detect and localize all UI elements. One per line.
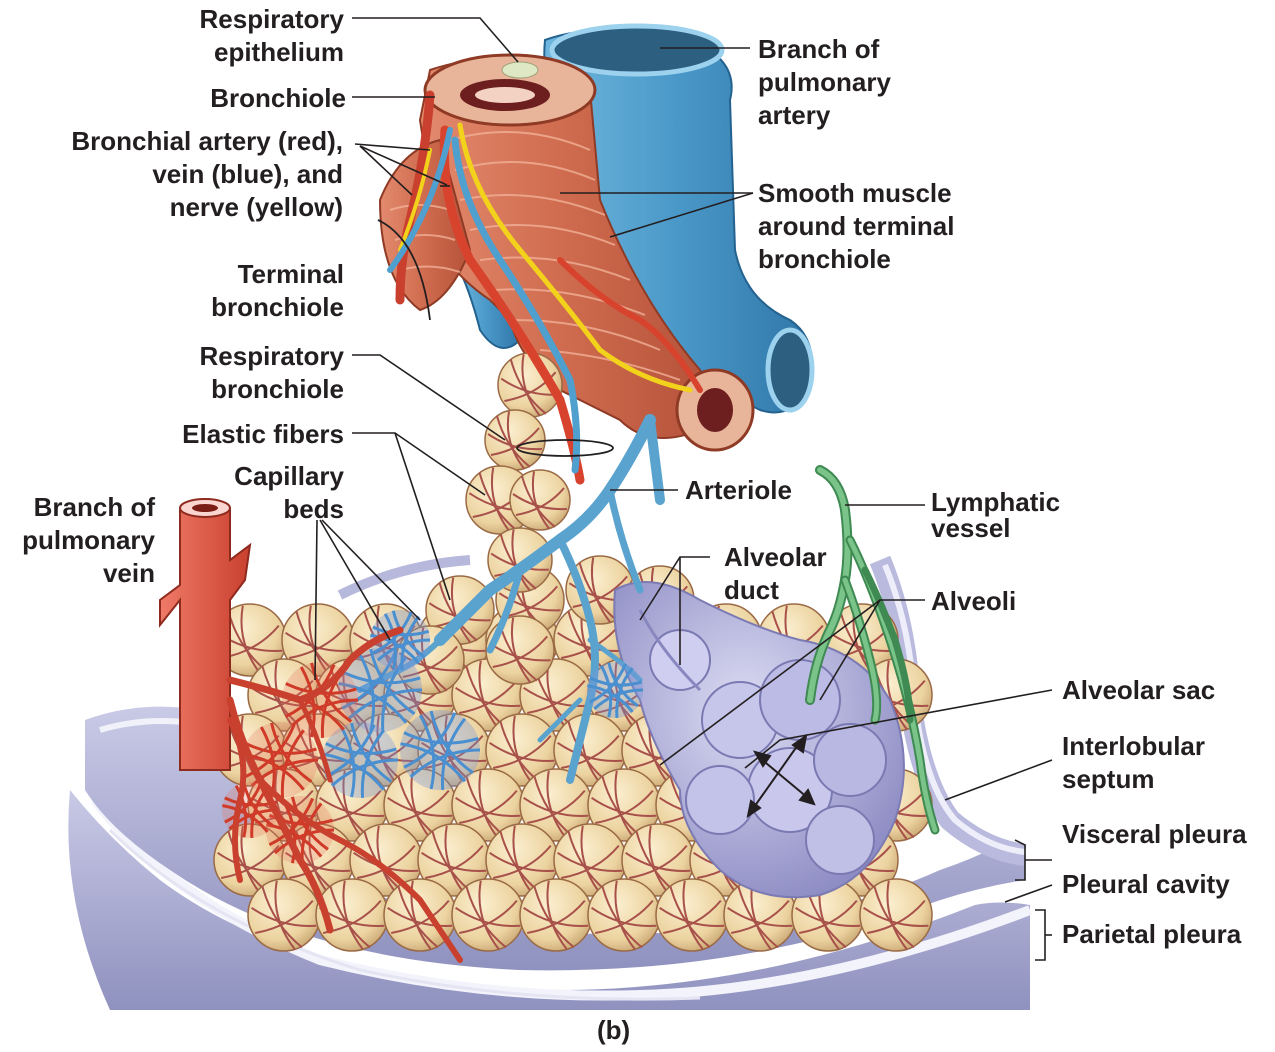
capillary-net bbox=[370, 610, 431, 671]
alveolus bbox=[383, 768, 457, 842]
alveolus bbox=[519, 878, 593, 952]
label-alveolar-sac: Alveolar sac bbox=[1062, 675, 1216, 705]
capillary-net bbox=[400, 710, 481, 791]
capillary-net bbox=[322, 722, 399, 799]
label-bronchiole: Bronchiole bbox=[210, 83, 346, 113]
capillary-beds-shape bbox=[222, 610, 644, 865]
alveolus bbox=[485, 713, 559, 787]
leader-lines bbox=[314, 17, 1053, 961]
alveolus bbox=[587, 878, 661, 952]
arteriole-tree-shape bbox=[357, 414, 665, 784]
label-visceral-pleura: Visceral pleura bbox=[1062, 819, 1247, 849]
parietal-pleura-shape bbox=[68, 790, 1032, 1010]
alveoli-arrows bbox=[746, 733, 816, 819]
alveolus bbox=[621, 823, 695, 897]
alveolus bbox=[451, 768, 525, 842]
alveolus bbox=[281, 603, 355, 677]
alveolus bbox=[485, 615, 555, 685]
panel-label: (b) bbox=[597, 1015, 631, 1045]
label-alveolar-duct: Alveolar duct bbox=[724, 542, 827, 605]
bronchial-vessels-shape bbox=[387, 90, 703, 485]
label-bronchial-vessels: Bronchial artery (red), vein (blue), and… bbox=[71, 126, 343, 222]
label-branch-pulmonary-vein: Branch of pulmonary vein bbox=[22, 492, 155, 588]
label-interlobular-septum: Interlobular septum bbox=[1062, 731, 1206, 794]
label-pleural-cavity: Pleural cavity bbox=[1062, 869, 1230, 899]
label-branch-pulmonary-artery: Branch of pulmonary artery bbox=[758, 34, 891, 130]
label-respiratory-bronchiole: Respiratory bronchiole bbox=[199, 341, 345, 404]
alveolus bbox=[383, 878, 457, 952]
lymphatic-vessel-shape bbox=[805, 465, 940, 835]
alveolus bbox=[247, 878, 321, 952]
label-respiratory-epithelium: Respiratory epithelium bbox=[199, 4, 345, 67]
label-lymphatic-vessel: Lymphatic vessel bbox=[931, 487, 1061, 543]
alveolus bbox=[451, 878, 525, 952]
alveolus bbox=[484, 409, 546, 471]
alveolus bbox=[859, 878, 933, 952]
alveolus bbox=[655, 878, 729, 952]
alveolar-sac-shape bbox=[613, 581, 905, 899]
capillary-net bbox=[587, 662, 644, 719]
label-smooth-muscle: Smooth muscle around terminal bronchiole bbox=[758, 178, 955, 274]
label-parietal-pleura: Parietal pleura bbox=[1062, 919, 1242, 949]
alveolus bbox=[213, 603, 287, 677]
label-elastic-fibers: Elastic fibers bbox=[182, 419, 344, 449]
alveolus bbox=[509, 469, 571, 531]
pulmonary-vein-shape bbox=[159, 498, 463, 963]
label-capillary-beds: Capillary beds bbox=[234, 461, 344, 524]
pulmonary-artery-shape bbox=[453, 23, 815, 414]
label-arteriole: Arteriole bbox=[685, 475, 792, 505]
alveolus bbox=[417, 823, 491, 897]
label-alveoli: Alveoli bbox=[931, 586, 1017, 616]
label-terminal-bronchiole: Terminal bronchiole bbox=[211, 259, 344, 322]
